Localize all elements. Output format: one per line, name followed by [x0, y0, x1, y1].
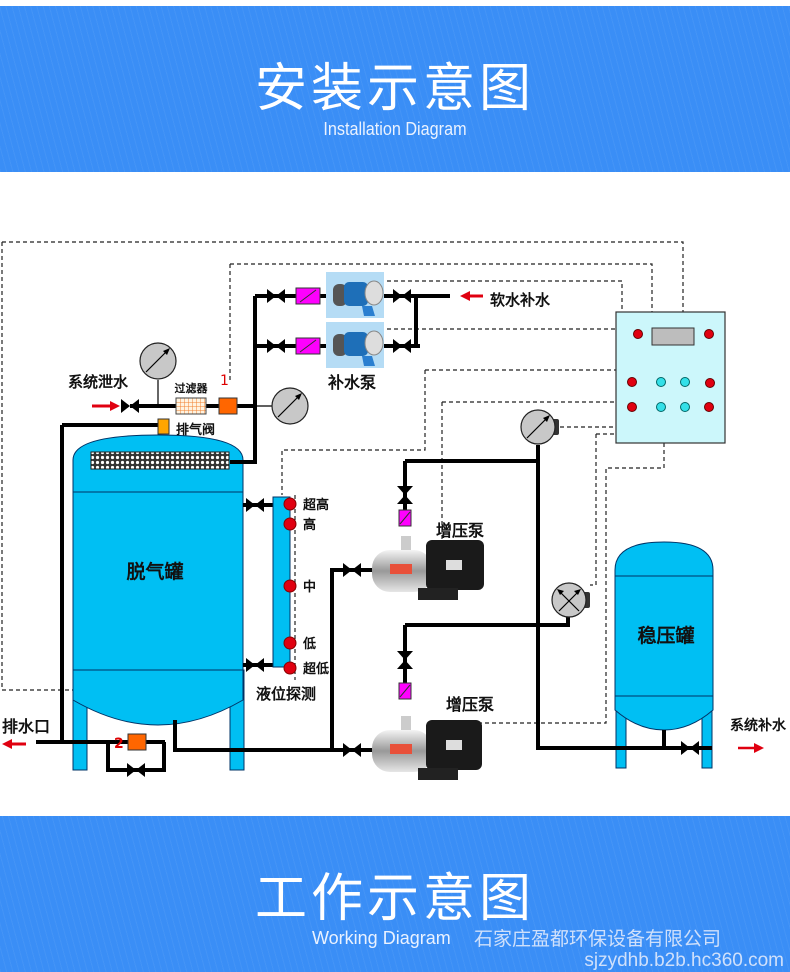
pressure-gauge-2: [271, 387, 309, 425]
control-display: [651, 327, 695, 346]
pressure-switch: [551, 582, 590, 618]
control-box: [615, 311, 726, 444]
deaerator-tank-label: 脱气罐: [126, 560, 183, 583]
level-label-ultra-low: 超低: [303, 661, 329, 677]
drain-outlet-label: 排水口: [2, 717, 50, 736]
system-makeup-arrow-icon: [738, 743, 764, 753]
soft-water-makeup-label: 软水补水: [490, 291, 551, 309]
working-title-en: Working Diagram: [312, 928, 451, 948]
pressure-gauge-1: [139, 342, 177, 380]
booster-pump-2-label: 增压泵: [446, 695, 494, 714]
installation-diagram: 脱气罐 稳压罐: [1, 241, 787, 780]
level-detector: [272, 496, 297, 675]
level-point-mid: [283, 579, 297, 593]
marker-2: 2: [114, 736, 124, 752]
installation-banner: 安装示意图 Installation Diagram: [0, 6, 790, 172]
level-point-ultra-low: [283, 661, 297, 675]
check-valve-4: [398, 682, 412, 700]
system-drain-label: 系统泄水: [68, 373, 129, 391]
url-watermark: sjzydhb.b2b.hc360.com: [584, 950, 784, 971]
booster-pump-1: [372, 536, 484, 600]
level-point-low: [283, 636, 297, 650]
makeup-pump-1: [326, 272, 384, 318]
level-label-high: 高: [303, 517, 316, 533]
system-makeup-label: 系统补水: [730, 717, 787, 734]
soft-water-arrow-icon: [460, 291, 483, 301]
pressure-gauge-3: [520, 409, 559, 445]
check-valve-2: [295, 337, 321, 355]
exhaust-valve-label: 排气阀: [176, 422, 215, 438]
makeup-pump-2: [326, 322, 384, 368]
working-banner: 工作示意图 Working Diagram 石家庄盈都环保设备有限公司 sjzy…: [0, 816, 790, 972]
level-point-ultra-high: [283, 497, 297, 511]
booster-pump-2: [372, 716, 482, 780]
level-label-ultra-high: 超高: [303, 497, 329, 513]
marker-1: 1: [220, 373, 229, 389]
level-label-low: 低: [302, 636, 316, 652]
company-watermark: 石家庄盈都环保设备有限公司: [474, 928, 722, 950]
installation-title-cn: 安装示意图: [254, 59, 535, 119]
component-1-block: [218, 397, 238, 415]
level-point-high: [283, 517, 297, 531]
check-valve-3: [398, 509, 412, 527]
exhaust-valve: [157, 418, 170, 435]
level-detector-label: 液位探测: [256, 685, 316, 703]
installation-title-en: Installation Diagram: [323, 119, 467, 139]
deaerator-tank: 脱气罐: [72, 434, 245, 771]
component-2-block: [127, 733, 147, 751]
filter-label: 过滤器: [175, 381, 209, 395]
check-valve-1: [295, 287, 321, 305]
working-title-cn: 工作示意图: [254, 869, 535, 929]
booster-pump-1-label: 增压泵: [436, 521, 484, 540]
makeup-pump-label: 补水泵: [327, 373, 376, 392]
stabilizer-tank-label: 稳压罐: [637, 624, 694, 647]
check-valves: [295, 287, 412, 700]
drain-arrow-icon: [2, 739, 26, 749]
control-wiring: [1, 241, 684, 725]
filter: [175, 397, 207, 415]
level-label-mid: 中: [303, 579, 316, 595]
stabilizer-tank: 稳压罐: [614, 541, 714, 769]
inflow-arrow-icon: [92, 401, 120, 411]
